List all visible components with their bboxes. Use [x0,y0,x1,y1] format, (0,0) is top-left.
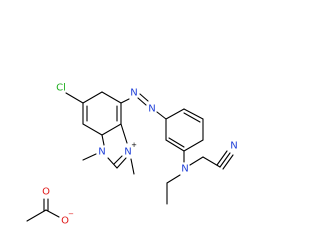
bond [137,97,147,106]
bond [183,139,204,152]
acetate-oxygen-double: O [42,187,50,198]
bond [101,91,122,104]
negative-charge: − [68,210,74,218]
bond-n3-methyl [130,158,135,175]
bond-c-cl [65,92,84,104]
bond [82,91,103,104]
structure-diagram: Cl N N + N N N N [26,83,238,227]
azo-n-atom-b: N [148,104,155,115]
imidazolium-n3-atom: N [124,147,131,158]
nitrile-n-atom: N [230,141,237,152]
bond [101,134,105,146]
chlorine-atom: Cl [56,83,66,94]
bond [183,112,201,123]
phenylene-ring [165,108,204,152]
acetate-ion [26,198,60,222]
bond [82,123,103,136]
bond-nitrile-triple [222,154,234,170]
positive-charge: + [131,141,137,149]
bond-n1-methyl [82,153,97,161]
bond [156,111,167,120]
bond [26,209,47,222]
bond-ethyl-1 [166,174,181,184]
bond [113,155,123,165]
bond-cyanoethyl-2 [202,156,221,168]
bond-nitrile-triple [216,150,228,166]
bond [165,108,185,120]
molecule-svg: Cl N N + N N N N [26,83,238,227]
bond [183,108,204,120]
bond-cyanoethyl-3 [219,152,231,168]
bond [139,93,149,102]
acetate-oxygen-single: O [61,216,69,227]
benzo-ring [82,91,122,136]
bond-cyanoethyl-1 [189,156,204,166]
amine-n-atom: N [181,164,188,175]
bond [165,139,185,152]
bond [120,98,130,104]
bond [107,157,118,169]
azo-n-atom-a: N [130,88,137,99]
bond [168,137,185,148]
bond [116,157,127,169]
imidazolium-ring [101,123,128,169]
bond [101,123,122,136]
bond [120,123,128,144]
imidazole-n1-atom: N [98,147,105,158]
